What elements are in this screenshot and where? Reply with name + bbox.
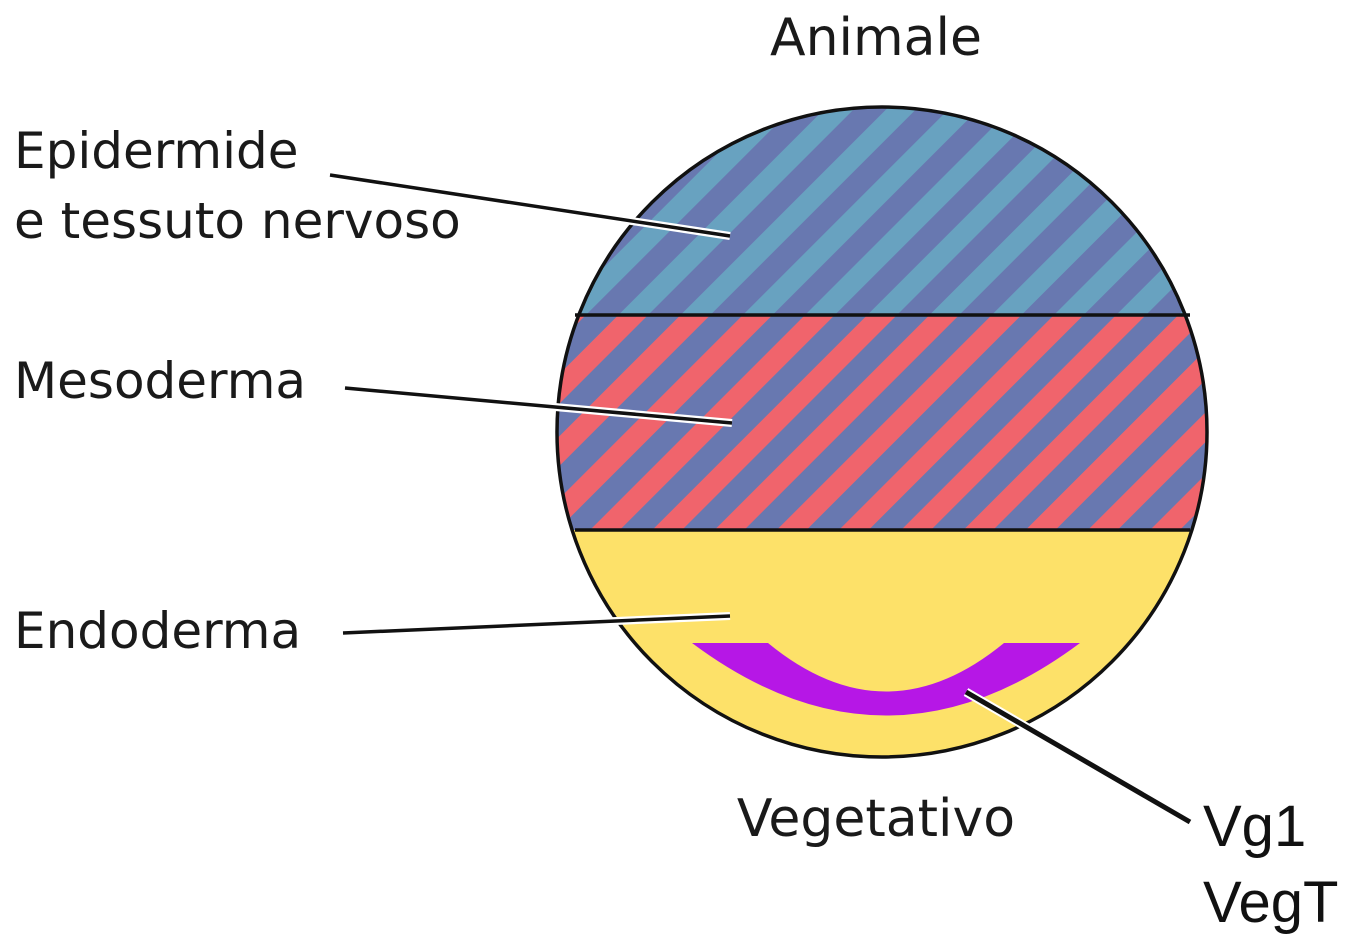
gene-label-vg1: Vg1 bbox=[1203, 794, 1306, 859]
endoderm-label: Endoderma bbox=[14, 602, 301, 660]
pole-vegetal-label: Vegetativo bbox=[737, 789, 1015, 849]
epidermis-layer bbox=[540, 100, 1230, 315]
pole-animal-label: Animale bbox=[770, 8, 982, 68]
mesoderm-layer bbox=[540, 315, 1230, 530]
mesoderm-label: Mesoderma bbox=[14, 352, 306, 410]
epidermis-label-line1: Epidermide bbox=[14, 122, 299, 180]
gene-label-vegt: VegT bbox=[1203, 870, 1338, 935]
embryo-layers bbox=[540, 100, 1230, 770]
endoderm-layer bbox=[540, 530, 1230, 770]
epidermis-label-line2: e tessuto nervoso bbox=[14, 192, 461, 250]
